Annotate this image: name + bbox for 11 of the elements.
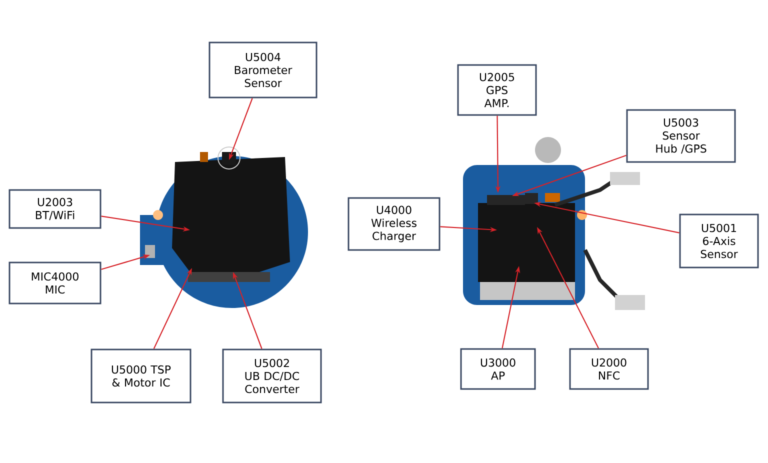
callout-box: U2000 NFC: [569, 348, 649, 390]
callout-box: U3000 AP: [460, 348, 536, 390]
callout-box: U5002 UB DC/DC Converter: [222, 348, 322, 404]
callout-box: U5000 TSP & Motor IC: [90, 348, 192, 404]
callout-box: U2005 GPS AMP.: [457, 64, 537, 116]
callout-box: U5001 6-Axis Sensor: [679, 214, 759, 268]
callout-box: U5003 Sensor Hub /GPS: [626, 109, 736, 163]
callout-box: U5004 Barometer Sensor: [208, 42, 318, 98]
callout-box: U2003 BT/WiFi: [8, 189, 102, 229]
callout-box: MIC4000 MIC: [8, 262, 102, 304]
callout-box: U4000 Wireless Charger: [348, 197, 440, 251]
